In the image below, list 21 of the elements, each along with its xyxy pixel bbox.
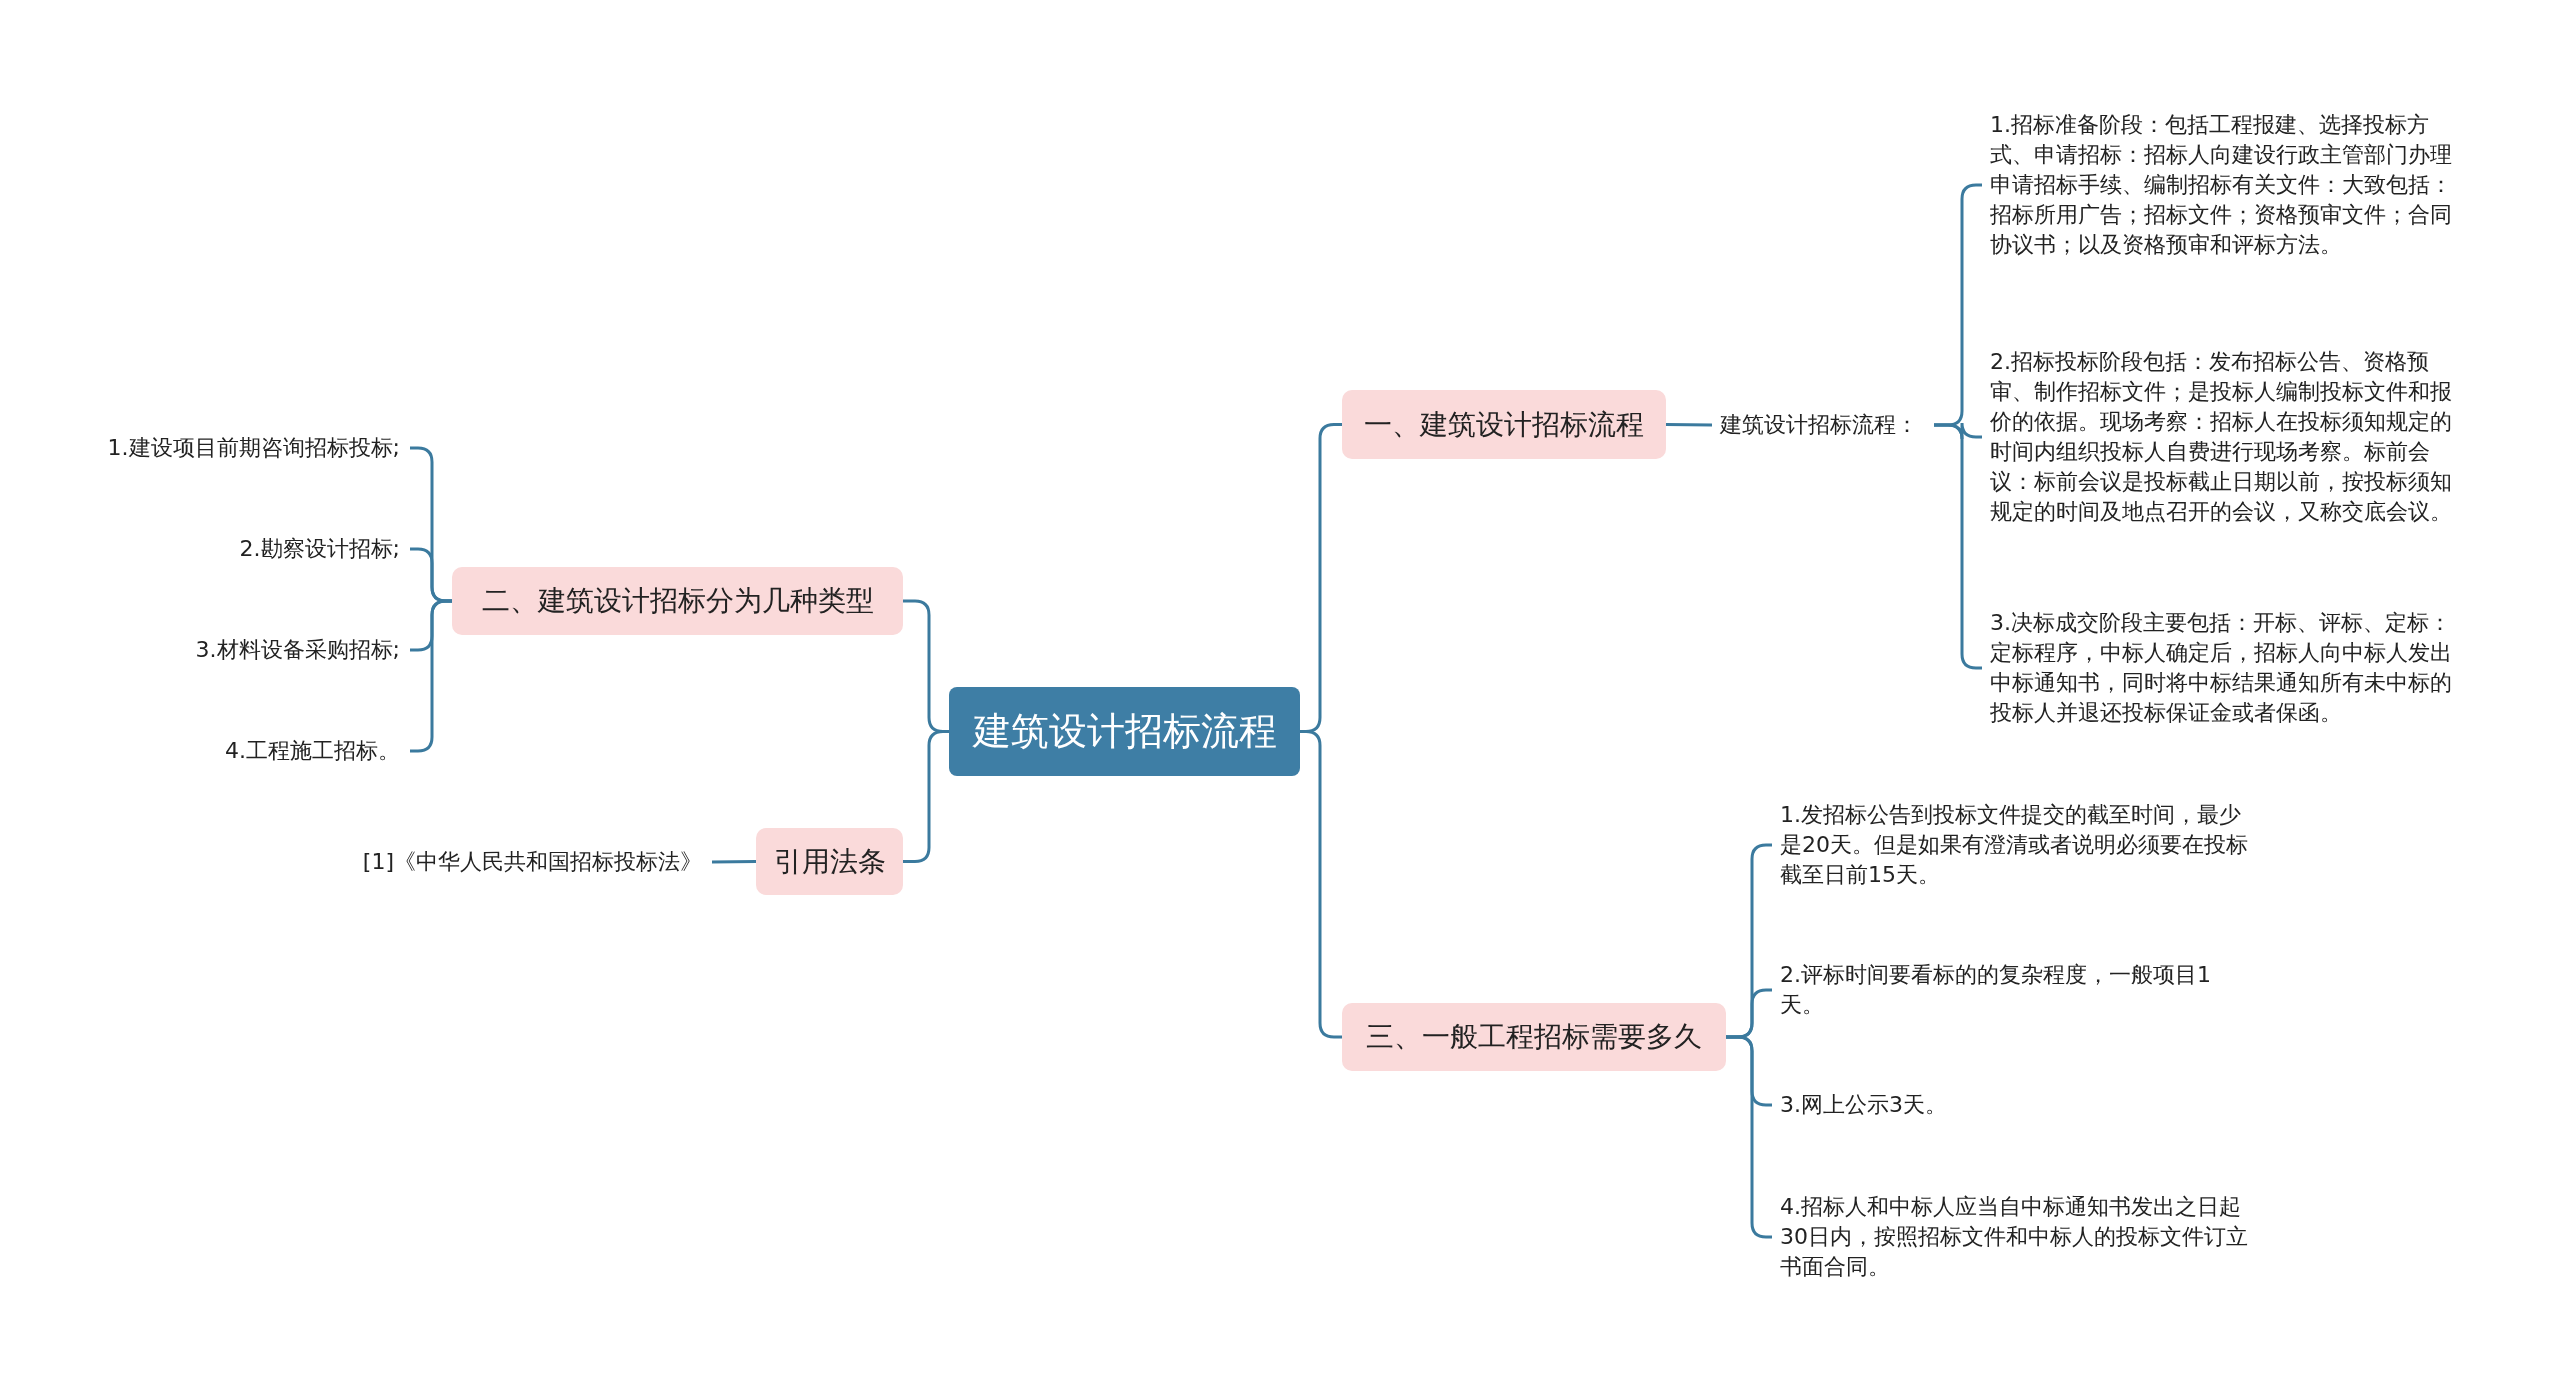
note-text: 3.材料设备采购招标; (60, 632, 410, 668)
central-topic-box: 建筑设计招标流程 (949, 687, 1300, 776)
note-text: 2.勘察设计招标; (60, 531, 410, 567)
subtopic-text: 建筑设计招标流程： (1712, 404, 1934, 446)
note-text: 1.发招标公告到投标文件提交的截至时间，最少是20天。但是如果有澄清或者说明必须要在投标截至日前15天。 (1772, 790, 2252, 900)
connector-line (712, 860, 756, 864)
note-text: 3.决标成交阶段主要包括：开标、评标、定标：定标程序，中标人确定后，招标人向中标人发出中标通知书，同时将中标结果通知所有未中标的投标人并退还投标保证金或者保函。 (1982, 598, 2472, 738)
note-text: 4.工程施工招标。 (60, 733, 410, 769)
topic-box: 二、建筑设计招标分为几种类型 (452, 567, 903, 635)
note-text: 3.网上公示3天。 (1772, 1085, 2252, 1125)
note-text: [1]《中华人民共和国招标投标法》 (300, 844, 712, 880)
note-text: 1.建设项目前期咨询招标投标; (60, 430, 410, 466)
connector-line (1666, 423, 1712, 427)
topic-box: 引用法条 (756, 828, 903, 895)
topic-box: 三、一般工程招标需要多久 (1342, 1003, 1726, 1071)
note-text: 1.招标准备阶段：包括工程报建、选择投标方式、申请招标：招标人向建设行政主管部门办理申请招标手续、编制招标有关文件：大致包括：招标所用广告；招标文件；资格预审文件；合同协议书；以及资格预审和评标方法。 (1982, 100, 2472, 270)
note-text: 2.评标时间要看标的的复杂程度，一般项目1天。 (1772, 955, 2252, 1025)
topic-box: 一、建筑设计招标流程 (1342, 390, 1666, 459)
note-text: 4.招标人和中标人应当自中标通知书发出之日起30日内，按照招标文件和中标人的投标文件订立书面合同。 (1772, 1187, 2252, 1287)
connector-line (1300, 730, 1342, 1039)
note-text: 2.招标投标阶段包括：发布招标公告、资格预审、制作招标文件；是投标人编制投标文件和报价的依据。现场考察：招标人在投标须知规定的时间内组织投标人自费进行现场考察。标前会议：标前会议是投标截止日期以前，按投标须知规定的时间及地点召开的会议，又称交底会议。 (1982, 322, 2472, 552)
